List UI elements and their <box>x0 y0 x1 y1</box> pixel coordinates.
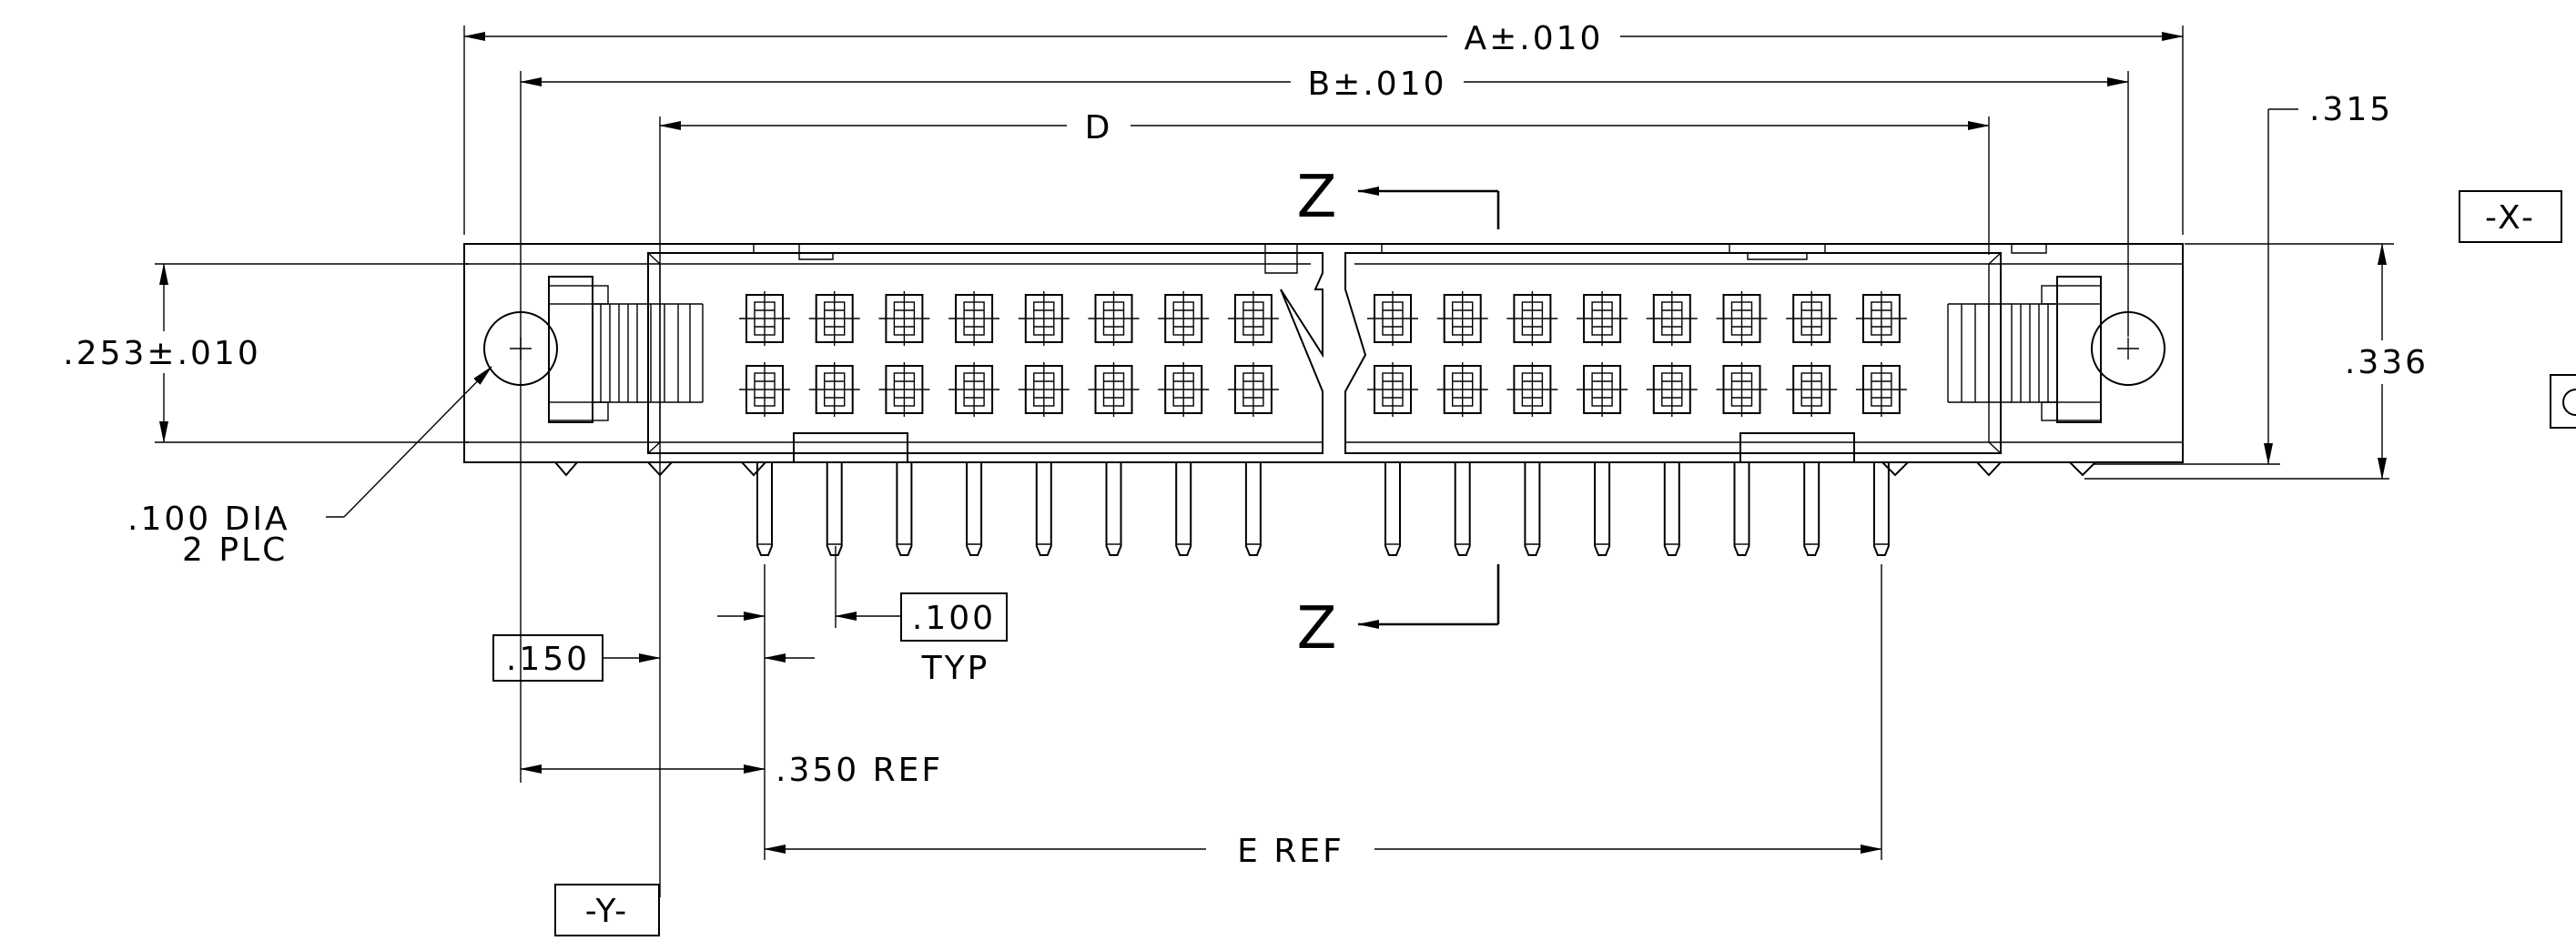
dim-253-label: .253±.010 <box>63 335 260 372</box>
datum-y-label: -Y- <box>585 893 629 930</box>
dim-b: B±.010 <box>520 60 2129 104</box>
tail-pin <box>896 462 913 556</box>
contact-cell <box>1367 291 1418 346</box>
datum-y: -Y- <box>554 884 660 936</box>
tail-pin <box>1733 462 1750 556</box>
contact-cell <box>1646 362 1698 417</box>
dim-d-label: D <box>1085 109 1113 147</box>
hole-dia-label: .100 DIA <box>127 501 290 538</box>
contact-cell <box>1716 291 1768 346</box>
dim-150: .150 <box>492 634 815 682</box>
dim-315: .315 <box>2264 91 2393 465</box>
contact-cell <box>948 362 1000 417</box>
contact-cell <box>1018 362 1070 417</box>
dim-150-label: .150 <box>506 641 590 678</box>
dim-a-label: A±.010 <box>1465 20 1604 57</box>
tail-pin <box>1244 462 1262 556</box>
tail-pin <box>756 462 773 556</box>
datum-x-label: -X- <box>2485 199 2536 237</box>
datum-x: -X- <box>2459 190 2562 243</box>
tail-pin <box>1872 462 1890 556</box>
tail-pin <box>1454 462 1471 556</box>
contact-cell <box>1786 291 1838 346</box>
contact-cell <box>1646 291 1698 346</box>
contact-cell <box>878 362 930 417</box>
contact-cell <box>1158 291 1210 346</box>
contact-cell <box>1786 362 1838 417</box>
dim-typ-label: TYP <box>921 650 990 687</box>
contact-cell <box>1506 362 1558 417</box>
extension-lines <box>155 25 2394 897</box>
contact-cell <box>739 291 790 346</box>
dim-350-label: .350 REF <box>776 752 943 789</box>
dim-e: E REF <box>764 827 1882 871</box>
section-z-bottom: Z <box>1297 564 1500 663</box>
hole-qty-label: 2 PLC <box>182 531 288 569</box>
dim-d: D <box>659 104 1990 147</box>
contact-cell <box>1716 362 1768 417</box>
dim-100-label: .100 <box>912 600 996 637</box>
contact-cell <box>1227 362 1279 417</box>
section-z-top: Z <box>1297 164 1500 231</box>
contact-cell <box>739 362 790 417</box>
contact-cell <box>1506 291 1558 346</box>
tail-pin <box>1594 462 1611 556</box>
contact-cell <box>1367 362 1418 417</box>
dim-a: A±.010 <box>463 15 2184 58</box>
connector-body <box>463 243 2184 477</box>
tail-pin <box>966 462 983 556</box>
section-z-bottom-label: Z <box>1297 595 1340 663</box>
tail-pin <box>1663 462 1680 556</box>
tail-pin <box>1524 462 1541 556</box>
hole-callout: .100 DIA 2 PLC <box>127 366 492 569</box>
pin-array <box>756 462 1890 556</box>
tail-pin <box>1175 462 1192 556</box>
dim-336: .336 <box>2332 243 2441 480</box>
dim-b-label: B±.010 <box>1307 66 1446 103</box>
tail-pin <box>1105 462 1122 556</box>
contact-cell <box>1018 291 1070 346</box>
contact-cell <box>948 291 1000 346</box>
dim-e-label: E REF <box>1237 833 1344 870</box>
tail-pin <box>1384 462 1401 556</box>
datum-partial-right <box>2550 374 2576 429</box>
tail-pin <box>1035 462 1052 556</box>
dim-100-pitch: .100 TYP <box>717 592 1008 687</box>
contact-cell <box>1227 291 1279 346</box>
contact-cell <box>1577 362 1628 417</box>
contact-cell <box>1088 291 1140 346</box>
contact-cell <box>1088 362 1140 417</box>
dim-253: .253±.010 <box>46 263 282 443</box>
contact-array <box>739 291 1907 417</box>
tail-pin <box>826 462 843 556</box>
contact-cell <box>1158 362 1210 417</box>
contact-cell <box>1855 362 1907 417</box>
tail-pin <box>1803 462 1820 556</box>
dim-350: .350 REF <box>520 752 943 789</box>
contact-cell <box>1436 362 1488 417</box>
dim-315-label: .315 <box>2309 91 2393 128</box>
contact-cell <box>1577 291 1628 346</box>
contact-cell <box>808 291 860 346</box>
contact-cell <box>808 362 860 417</box>
contact-cell <box>878 291 930 346</box>
contact-cell <box>1855 291 1907 346</box>
section-z-top-label: Z <box>1297 164 1340 231</box>
dim-336-label: .336 <box>2345 344 2429 381</box>
contact-cell <box>1436 291 1488 346</box>
